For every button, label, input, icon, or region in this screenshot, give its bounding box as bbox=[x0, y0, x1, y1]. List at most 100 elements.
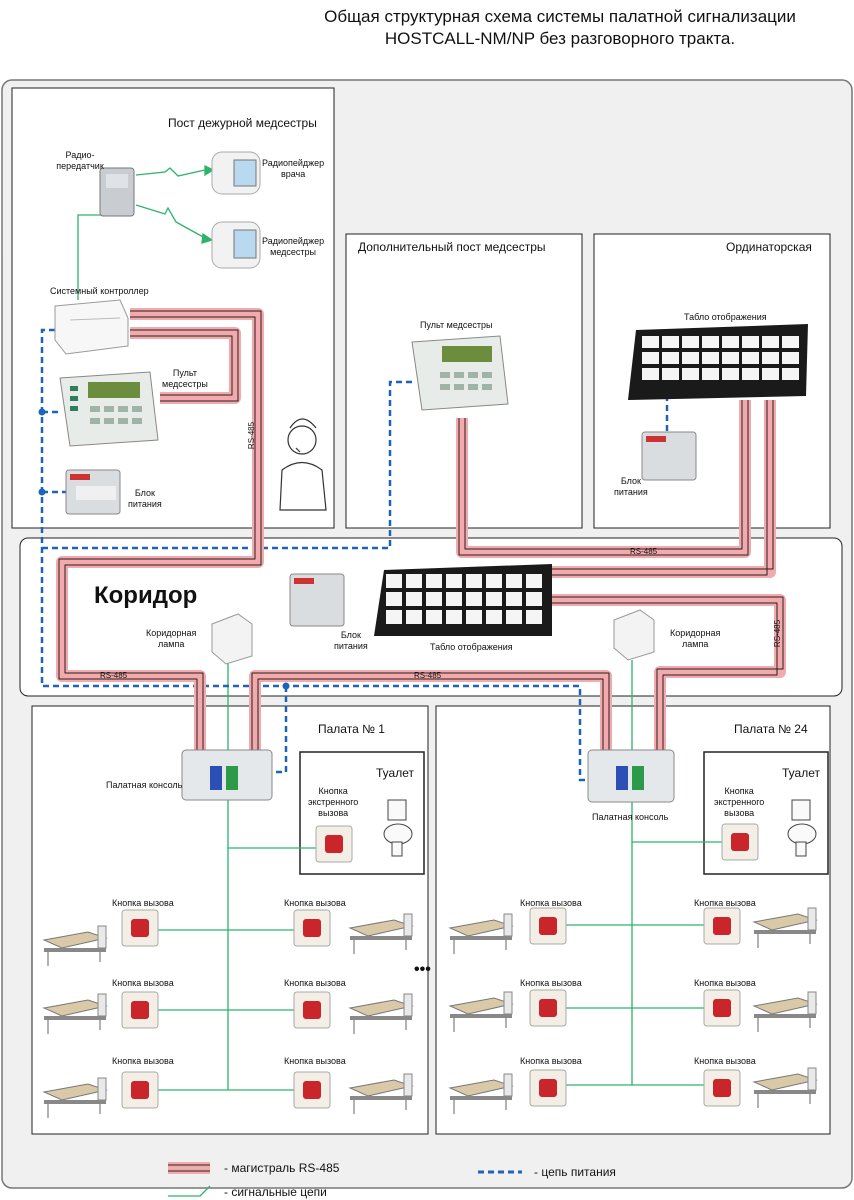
call-button-icon bbox=[529, 1069, 567, 1107]
psu-doctors bbox=[641, 431, 697, 481]
power-lines bbox=[40, 328, 669, 782]
radio-transmitter bbox=[99, 167, 135, 217]
display-cell bbox=[722, 352, 739, 364]
label-emergency-24: Кнопка экстренного вызова bbox=[714, 786, 765, 818]
toilet-24 bbox=[787, 799, 817, 857]
rs485-bus-halo bbox=[56, 308, 786, 752]
psu-corridor bbox=[289, 573, 345, 627]
display-cell bbox=[486, 610, 502, 624]
label-nurse-console-main: Пульт медсестры bbox=[162, 368, 208, 389]
display-cell bbox=[486, 574, 502, 588]
bed-icon bbox=[348, 913, 414, 954]
display-cell bbox=[662, 368, 679, 380]
display-cell bbox=[426, 592, 442, 606]
room-title-doctors: Ординаторская bbox=[726, 240, 812, 254]
display-cell bbox=[782, 352, 799, 364]
display-cell bbox=[702, 368, 719, 380]
display-cell bbox=[386, 574, 402, 588]
display-cell bbox=[406, 610, 422, 624]
display-cell bbox=[406, 574, 422, 588]
display-cell bbox=[406, 592, 422, 606]
display-cell bbox=[506, 592, 522, 606]
display-cell bbox=[506, 574, 522, 588]
bed-icon bbox=[348, 1073, 414, 1114]
display-cell bbox=[782, 368, 799, 380]
display-cell bbox=[682, 336, 699, 348]
room-title-corridor: Коридор bbox=[94, 582, 198, 609]
bed-icon bbox=[42, 925, 108, 966]
room-title-ward1: Палата № 1 bbox=[318, 722, 385, 736]
ellipsis-more-wards: ••• bbox=[414, 961, 431, 978]
legend-signal: - сигнальные цепи bbox=[224, 1185, 327, 1199]
call-button-icon bbox=[293, 909, 331, 947]
legend-rs485: - магистраль RS-485 bbox=[224, 1161, 340, 1175]
room-title-toilet24: Туалет bbox=[782, 766, 820, 780]
call-button-icon bbox=[529, 989, 567, 1027]
display-cell bbox=[486, 592, 502, 606]
label-nurse-console-extra: Пульт медсестры bbox=[420, 320, 493, 330]
ward-console-24 bbox=[587, 749, 675, 803]
rs485-bus-core bbox=[58, 310, 784, 752]
label-rs485-left: RS-485 bbox=[100, 671, 128, 680]
nurse-figure bbox=[279, 418, 327, 511]
power-junctions bbox=[38, 408, 290, 690]
legend-power: - цепь питания bbox=[534, 1165, 616, 1179]
label-rs485-vertical: RS-485 bbox=[247, 421, 257, 450]
display-cell bbox=[386, 592, 402, 606]
legend bbox=[168, 1162, 522, 1197]
label-call-w1-l3: Кнопка вызова bbox=[112, 1056, 174, 1066]
display-cell bbox=[642, 352, 659, 364]
system-controller bbox=[54, 299, 129, 355]
radio-waves bbox=[135, 164, 215, 244]
display-cell bbox=[762, 352, 779, 364]
display-cell bbox=[682, 352, 699, 364]
label-system-controller: Системный контроллер bbox=[50, 286, 149, 296]
call-button-icon bbox=[721, 823, 759, 861]
display-cell bbox=[466, 610, 482, 624]
psu-main bbox=[65, 469, 121, 515]
label-lamp-1: Коридорная лампа bbox=[146, 628, 197, 649]
bed-icon bbox=[448, 991, 514, 1032]
label-emergency-1: Кнопка экстренного вызова bbox=[308, 786, 359, 818]
display-cell bbox=[782, 336, 799, 348]
display-cell bbox=[702, 352, 719, 364]
display-cell bbox=[722, 368, 739, 380]
bed-icon bbox=[752, 1067, 818, 1108]
label-call-w1-r1: Кнопка вызова bbox=[284, 898, 346, 908]
pager-doctor bbox=[211, 151, 261, 195]
signal-lines bbox=[77, 214, 722, 1091]
display-cell bbox=[742, 352, 759, 364]
label-psu-doctors: Блок питания bbox=[614, 476, 648, 497]
label-psu-corridor: Блок питания bbox=[334, 630, 368, 651]
label-call-w24-r2: Кнопка вызова bbox=[694, 978, 756, 988]
nurse-console-main bbox=[59, 371, 159, 447]
label-display-corridor: Табло отображения bbox=[430, 642, 513, 652]
label-rs485-right: RS-485 bbox=[773, 619, 783, 648]
display-corridor-cells bbox=[386, 574, 542, 624]
display-cell bbox=[426, 610, 442, 624]
label-call-w1-r3: Кнопка вызова bbox=[284, 1056, 346, 1066]
bed-icon bbox=[448, 913, 514, 954]
label-call-w24-r1: Кнопка вызова bbox=[694, 898, 756, 908]
label-call-w24-l3: Кнопка вызова bbox=[520, 1056, 582, 1066]
display-cell bbox=[446, 574, 462, 588]
label-lamp-24: Коридорная лампа bbox=[670, 628, 721, 649]
label-ward-console-24: Палатная консоль bbox=[592, 812, 669, 822]
bed-icon bbox=[42, 1077, 108, 1118]
corridor-lamp-1 bbox=[211, 613, 253, 665]
call-button-icon bbox=[529, 907, 567, 945]
corridor-lamp-24 bbox=[613, 609, 655, 661]
room-title-toilet1: Туалет bbox=[376, 766, 414, 780]
label-psu-main: Блок питания bbox=[128, 488, 162, 509]
toilet-1 bbox=[383, 799, 413, 857]
diagram-title: Общая структурная схема системы палатной… bbox=[240, 6, 854, 50]
room-title-extra-post: Дополнительный пост медсестры bbox=[358, 240, 546, 254]
display-cell bbox=[742, 336, 759, 348]
label-call-w1-r2: Кнопка вызова bbox=[284, 978, 346, 988]
display-cell bbox=[526, 592, 542, 606]
call-button-icon bbox=[121, 1071, 159, 1109]
label-display-doctors: Табло отображения bbox=[684, 312, 767, 322]
call-button-icon bbox=[703, 1069, 741, 1107]
call-button-icon bbox=[293, 991, 331, 1029]
label-call-w24-l2: Кнопка вызова bbox=[520, 978, 582, 988]
